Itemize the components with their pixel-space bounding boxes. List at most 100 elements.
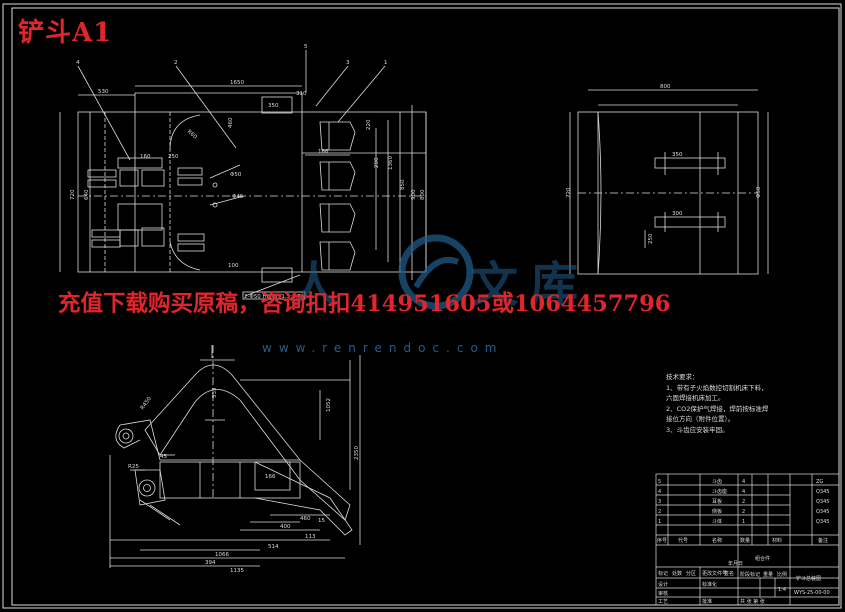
note-line-2: 六面焊接机床加工。 <box>666 394 725 402</box>
tb-sign-3: 更改文件号 <box>702 570 727 577</box>
tb-sign-5: 年月日 <box>728 560 743 567</box>
dim-top-460: 460 <box>228 117 234 128</box>
front-view <box>109 345 361 568</box>
parts-cell: 2 <box>742 509 745 515</box>
dim-front-1066: 1066 <box>215 552 229 558</box>
dim-top-250: 250 <box>168 154 179 160</box>
dim-top-200: 200 <box>374 157 380 168</box>
dim-top-220: 220 <box>366 119 372 130</box>
promo-banner: 充值下载购买原稿，咨询扣扣414951605或1064457796 <box>58 291 671 317</box>
tb-stage-0: 阶段标记 <box>740 571 760 578</box>
dim-front-514: 514 <box>268 544 279 550</box>
watermark-logo-icon <box>398 234 474 310</box>
parts-cell: Q345 <box>816 499 829 505</box>
dim-side-350: 350 <box>672 152 683 158</box>
dim-top-1360: 1360 <box>388 156 394 170</box>
drawing-title: 铲斗A1 <box>18 18 113 48</box>
technical-notes: 技术要求： 1、带有子火焰数控切割机床下料， 六面焊接机床加工。 2、CO2保护… <box>666 372 768 435</box>
dim-top-phi50: Φ50 <box>230 172 242 178</box>
tb-stage-1: 重量 <box>763 571 773 578</box>
dim-front-r450: R450 <box>140 396 153 412</box>
tb-sign-1: 处数 <box>672 570 682 577</box>
watermark-char-2: 文 <box>470 257 519 313</box>
dim-front-394: 394 <box>205 560 216 566</box>
tb-hdr-2: 名称 <box>712 537 722 544</box>
notes-heading: 技术要求： <box>666 373 699 381</box>
parts-cell: 2 <box>658 509 661 515</box>
tb-drawing-name: 铲斗总装图 <box>796 575 821 582</box>
parts-cell: Q345 <box>816 519 829 525</box>
dim-front-400: 400 <box>280 524 291 530</box>
tb-hdr-1: 代号 <box>678 537 688 544</box>
parts-cell: 1 <box>742 519 745 525</box>
tb-sign-4: 签名 <box>724 570 734 577</box>
tb-role-2: 审核 <box>658 590 668 597</box>
dim-top-350: 350 <box>268 103 279 109</box>
dim-front-1052: 1052 <box>326 398 332 412</box>
watermark-char-3: 库 <box>530 257 579 313</box>
parts-cell: 4 <box>658 489 661 495</box>
dim-top-800: 800 <box>420 189 426 200</box>
parts-cell: 侧板 <box>712 508 722 515</box>
parts-cell: 5 <box>658 479 661 485</box>
tb-material: 组合件 <box>755 555 770 562</box>
dim-top-r60: R60 <box>186 129 199 141</box>
dim-front-113: 113 <box>305 534 316 540</box>
tb-role-4: 批准 <box>702 598 712 605</box>
parts-cell: 4 <box>742 479 745 485</box>
parts-cell: ZG <box>816 479 823 485</box>
tb-hdr-3: 数量 <box>740 537 750 544</box>
parts-cell: 4 <box>742 489 745 495</box>
parts-cell: 斗体 <box>712 518 722 525</box>
parts-cell: 斗齿座 <box>712 488 727 495</box>
inner-frame <box>11 7 840 606</box>
bucket-teeth <box>319 121 356 271</box>
tb-stage-2: 比例 <box>777 571 787 578</box>
parts-cell: Q345 <box>816 509 829 515</box>
parts-cell: Q345 <box>816 489 829 495</box>
dim-front-2350: 2350 <box>354 446 360 460</box>
dim-front-r25: R25 <box>128 464 139 470</box>
label-4: 4 <box>76 60 80 66</box>
parts-cell: 3 <box>658 499 661 505</box>
watermark-char-1: 人 <box>290 257 339 313</box>
watermark-url: www.renrendoc.com <box>262 341 504 355</box>
tb-hdr-5: 备注 <box>818 537 828 544</box>
dim-top-850: 850 <box>400 179 406 190</box>
tb-role-3: 工艺 <box>658 599 668 605</box>
dim-side-720: 720 <box>566 187 572 198</box>
dim-side-800: 800 <box>660 84 671 90</box>
dim-side-300: 300 <box>672 211 683 217</box>
tb-sheet: 共 张 第 张 <box>740 598 765 605</box>
dim-front-460: 460 <box>300 516 311 522</box>
dim-front-15: 15 <box>318 518 325 524</box>
tb-scale: 1:4 <box>778 587 786 593</box>
note-line-4: 接位方向（附件位置）。 <box>666 415 735 423</box>
dim-front-535: 535 <box>212 387 218 398</box>
title-block-texts: 铲斗总装图 WYS-25-00-00 组合件 1:4 共 张 第 张 序号 代号… <box>657 537 830 605</box>
side-view <box>569 89 769 275</box>
dim-side-phi50: Φ50 <box>756 186 762 198</box>
label-3: 3 <box>346 60 350 66</box>
tb-sign-0: 标记 <box>658 570 668 577</box>
label-5: 5 <box>304 44 308 50</box>
outer-frame <box>2 3 842 609</box>
note-line-5: 3、斗齿应安装牢固。 <box>666 425 729 434</box>
dim-side-250: 250 <box>648 233 654 244</box>
parts-cell: 斗齿 <box>712 479 722 485</box>
dim-top-530: 530 <box>98 89 109 95</box>
dim-top-phi45: Φ45 <box>232 194 244 200</box>
dim-top-fit: 2-Φ50 H8/f8 (1.5;2.5) <box>244 294 303 300</box>
note-line-1: 1、带有子火焰数控切割机床下料， <box>666 383 768 392</box>
title-block <box>655 473 840 606</box>
dim-front-1135: 1135 <box>230 568 244 574</box>
label-1: 1 <box>384 60 388 66</box>
dim-front-166: 166 <box>265 474 276 480</box>
dim-top-640: 640 <box>84 189 90 200</box>
tb-drawing-number: WYS-25-00-00 <box>794 590 830 596</box>
dimension-texts: 1650 530 R60 460 350 310 220 200 166 136… <box>70 44 762 574</box>
dim-top-310: 310 <box>296 91 307 97</box>
parts-cell: 1 <box>658 519 661 525</box>
